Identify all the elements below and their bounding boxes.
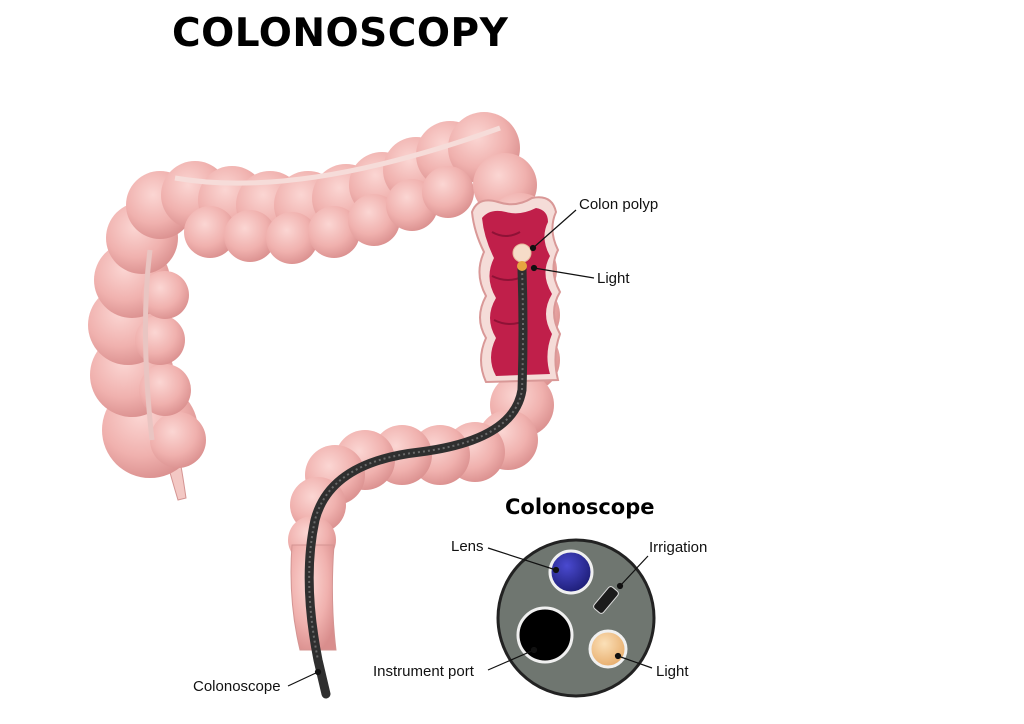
leader-lines — [287, 209, 595, 687]
transverse-colon — [161, 112, 520, 264]
colonoscope-inset — [487, 538, 656, 698]
lens — [548, 549, 594, 595]
label-irrigation: Irrigation — [649, 539, 708, 556]
inset-light — [588, 629, 628, 669]
label-instrument-port: Instrument port — [373, 663, 474, 680]
label-lens: Lens — [451, 538, 484, 555]
label-colon-polyp: Colon polyp — [579, 196, 659, 213]
colon — [88, 112, 560, 651]
label-light-tip: Light — [597, 270, 630, 287]
label-colonoscope: Colonoscope — [193, 678, 281, 695]
inset-title: Colonoscope — [505, 495, 655, 519]
colon-cutaway — [470, 196, 562, 384]
irrigation-port — [593, 586, 619, 614]
scope-light — [517, 261, 527, 271]
page-title: COLONOSCOPY — [172, 11, 509, 56]
colon-polyp — [512, 243, 532, 263]
label-inset-light: Light — [656, 663, 689, 680]
